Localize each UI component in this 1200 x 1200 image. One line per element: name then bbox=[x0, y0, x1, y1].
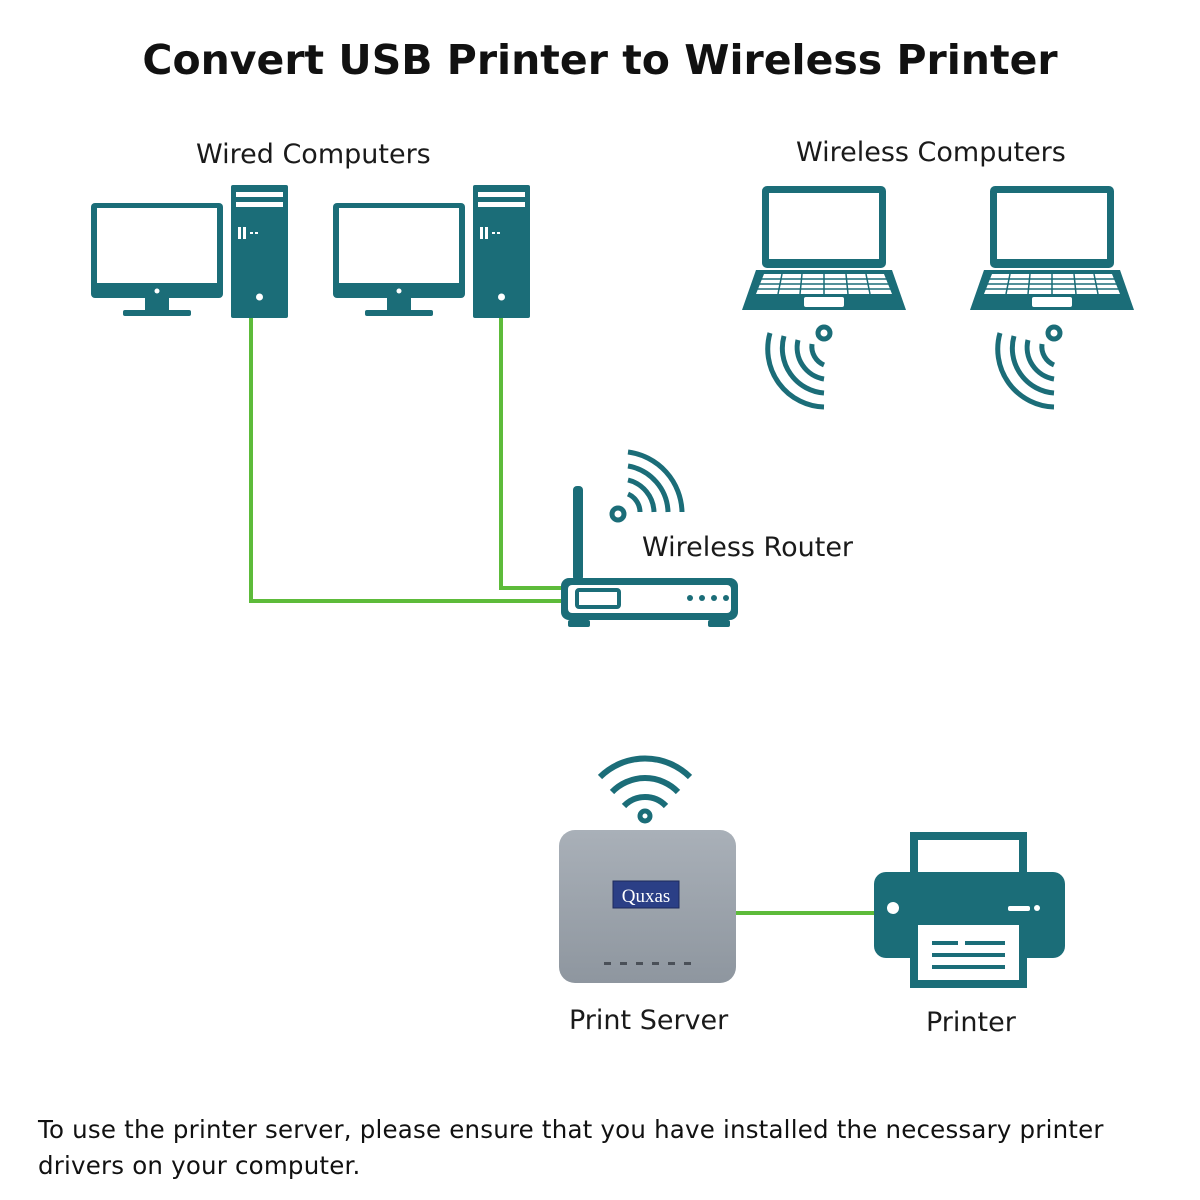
wireless-router-label: Wireless Router bbox=[642, 532, 854, 563]
wifi-signal-icon bbox=[609, 449, 685, 523]
tower-pc-icon bbox=[473, 185, 530, 318]
brand-logo: Quxas bbox=[622, 886, 671, 907]
wired-computer-2 bbox=[333, 185, 530, 318]
wifi-signal-icon bbox=[995, 324, 1063, 410]
print-server: Quxas bbox=[559, 755, 736, 983]
wifi-signal-icon bbox=[597, 755, 693, 824]
wireless-computers-label: Wireless Computers bbox=[796, 137, 1066, 168]
tower-pc-icon bbox=[231, 185, 288, 318]
wireless-computer-1 bbox=[741, 185, 907, 410]
desktop-monitor-icon bbox=[91, 203, 223, 316]
cable-pc1-router bbox=[249, 318, 562, 603]
desktop-monitor-icon bbox=[333, 203, 465, 316]
wired-computer-1 bbox=[91, 185, 288, 318]
cable-pc2-router bbox=[499, 318, 562, 590]
wireless-computer-2 bbox=[969, 185, 1135, 410]
wired-computers-label: Wired Computers bbox=[196, 139, 431, 170]
print-server-label: Print Server bbox=[569, 1005, 729, 1036]
wireless-router bbox=[561, 449, 738, 627]
driver-note: To use the printer server, please ensure… bbox=[38, 1115, 1104, 1180]
laptop-icon bbox=[969, 185, 1135, 311]
page-title: Convert USB Printer to Wireless Printer bbox=[142, 36, 1058, 84]
printer-icon bbox=[874, 832, 1065, 988]
printer-label: Printer bbox=[926, 1007, 1017, 1038]
wifi-signal-icon bbox=[765, 324, 833, 410]
print-server-icon: Quxas bbox=[559, 830, 736, 983]
router-icon bbox=[561, 486, 738, 627]
ethernet-cables bbox=[249, 318, 874, 915]
laptop-icon bbox=[741, 185, 907, 311]
